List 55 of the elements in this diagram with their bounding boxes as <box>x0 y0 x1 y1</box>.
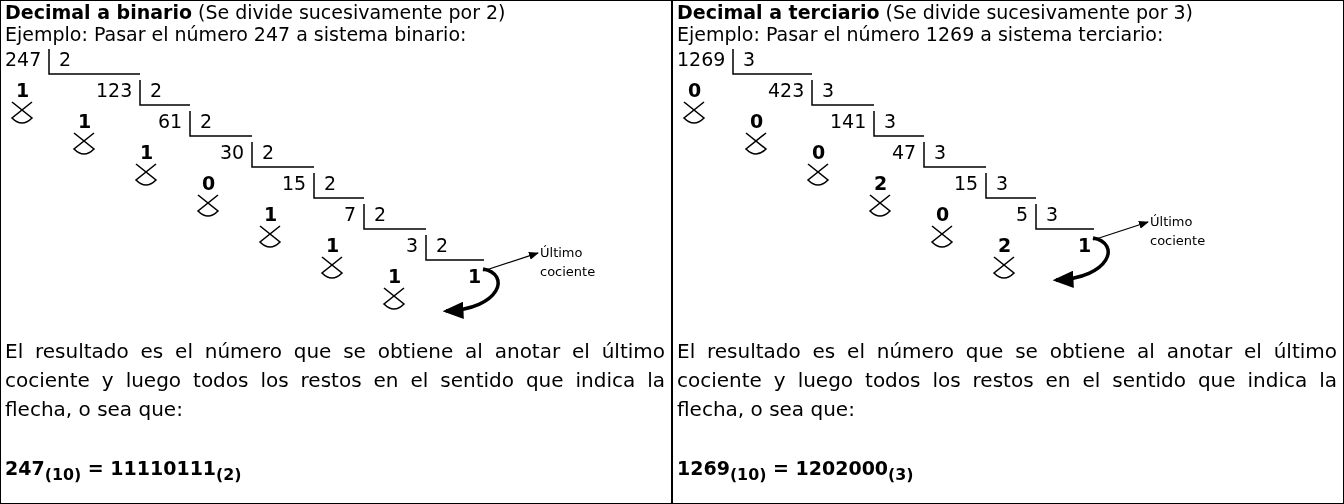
dividend-number: 1269 <box>677 48 726 70</box>
divisor-number: 2 <box>150 79 163 101</box>
dividend-number: 3 <box>406 234 419 256</box>
result-formula: 247$_{(10)}$ = 11110111$_{(2)}$ <box>5 457 242 486</box>
explanation-paragraph: El resultado es el número que se obtiene al anotar el último cociente y luego todos los restos en el sentido que indica la flecha, o sea que: <box>5 338 665 423</box>
divisor-number: 3 <box>743 48 756 70</box>
divisor-number: 3 <box>934 141 947 163</box>
remainder-digit: 1 <box>388 265 402 287</box>
divisor-number: 2 <box>200 110 213 132</box>
dividend-number: 5 <box>1016 203 1029 225</box>
heading: Decimal a binario (Se divide sucesivamente por 2) <box>5 1 506 23</box>
divisor-number: 3 <box>884 110 897 132</box>
remainder-digit: 2 <box>998 234 1012 256</box>
arrow <box>1092 221 1149 241</box>
dividend-number: 15 <box>954 172 979 194</box>
remainder-digit: 1 <box>264 203 278 225</box>
remainder-digit: 1 <box>78 110 92 132</box>
divisor-number: 2 <box>59 48 72 70</box>
dividend-number: 30 <box>220 141 245 163</box>
last-quotient: 1 <box>1078 234 1092 256</box>
divisor-number: 2 <box>374 203 387 225</box>
dividend-number: 61 <box>158 110 183 132</box>
divisor-number: 3 <box>996 172 1009 194</box>
heading: Decimal a terciario (Se divide sucesivamente por 3) <box>677 1 1193 23</box>
panel <box>672 0 1344 504</box>
remainder-digit: 0 <box>936 203 950 225</box>
dividend-number: 423 <box>768 79 805 101</box>
dividend-number: 123 <box>96 79 133 101</box>
dividend-number: 47 <box>892 141 917 163</box>
divisor-number: 2 <box>436 234 449 256</box>
dividend-number: 7 <box>344 203 357 225</box>
remainder-digit: 1 <box>140 141 154 163</box>
note-text: Último cociente <box>1150 212 1222 250</box>
result-formula: 1269$_{(10)}$ = 1202000$_{(3)}$ <box>677 457 914 486</box>
note-text: Último cociente <box>540 243 612 281</box>
panel <box>0 0 672 504</box>
divisor-number: 3 <box>822 79 835 101</box>
divisor-number: 2 <box>262 141 275 163</box>
remainder-digit: 0 <box>202 172 216 194</box>
remainder-digit: 1 <box>16 79 30 101</box>
divisor-number: 3 <box>1046 203 1059 225</box>
remainder-digit: 0 <box>750 110 764 132</box>
dividend-number: 15 <box>282 172 307 194</box>
remainder-digit: 1 <box>326 234 340 256</box>
example-text: Ejemplo: Pasar el número 247 a sistema binario: <box>5 23 467 45</box>
dividend-number: 141 <box>830 110 867 132</box>
last-quotient: 1 <box>468 265 482 287</box>
explanation-paragraph: El resultado es el número que se obtiene al anotar el último cociente y luego todos los restos en el sentido que indica la flecha, o sea que: <box>677 338 1337 423</box>
remainder-digit: 2 <box>874 172 888 194</box>
dividend-number: 247 <box>5 48 42 70</box>
remainder-digit: 0 <box>688 79 702 101</box>
arrow <box>482 252 539 272</box>
example-text: Ejemplo: Pasar el número 1269 a sistema terciario: <box>677 23 1164 45</box>
divisor-number: 2 <box>324 172 337 194</box>
remainder-digit: 0 <box>812 141 826 163</box>
